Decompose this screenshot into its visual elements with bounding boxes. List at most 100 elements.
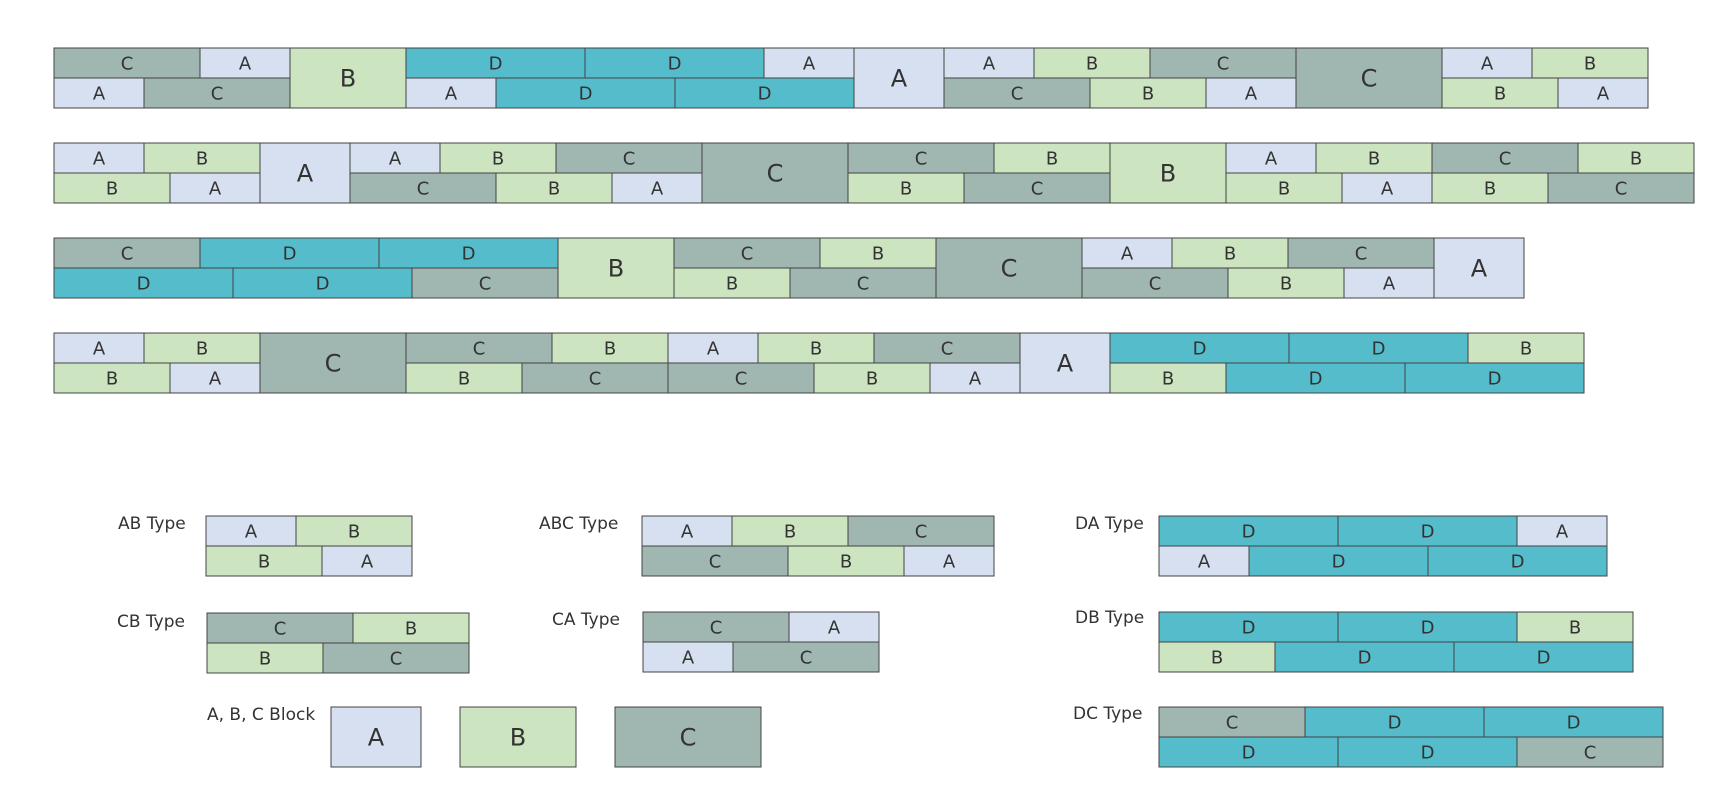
block-a: A	[53, 77, 145, 109]
block-label: D	[1567, 712, 1581, 733]
block-label: B	[608, 255, 624, 283]
block-b: B	[1227, 267, 1345, 299]
block-rect	[53, 362, 171, 394]
block-c: C	[521, 362, 669, 394]
block-label: D	[1421, 521, 1435, 542]
block-rect	[935, 237, 1083, 299]
block-label: A	[1383, 273, 1396, 294]
block-d: D	[1483, 706, 1664, 738]
block-label: C	[1031, 178, 1044, 199]
block-rect	[1109, 362, 1227, 394]
block-b: B	[1531, 47, 1649, 79]
block-label: B	[1494, 83, 1506, 104]
block-label: B	[340, 65, 356, 93]
block-rect	[1516, 515, 1608, 547]
block-rect	[1433, 237, 1525, 299]
block-b: B	[813, 362, 931, 394]
block-d: D	[1304, 706, 1485, 738]
block-b: B	[787, 545, 905, 577]
block-label: A	[93, 338, 106, 359]
block-label: B	[458, 368, 470, 389]
block-b: B	[459, 706, 577, 768]
block-rect	[205, 545, 323, 577]
block-d: D	[1288, 332, 1469, 364]
block-a: A	[349, 142, 441, 174]
block-c: C	[1547, 172, 1695, 204]
legend-label-da-type: DA Type	[1075, 514, 1144, 534]
block-c: C	[614, 706, 762, 768]
block-rect	[199, 237, 380, 269]
block-label: B	[872, 243, 884, 264]
block-rect	[731, 515, 849, 547]
block-label: C	[325, 350, 342, 378]
block-label: C	[417, 178, 430, 199]
block-rect	[1033, 47, 1151, 79]
block-rect	[459, 706, 577, 768]
block-rect	[378, 237, 559, 269]
block-label: B	[1484, 178, 1496, 199]
block-label: D	[1309, 368, 1323, 389]
block-label: C	[274, 618, 287, 639]
block-rect	[641, 545, 789, 577]
block-label: C	[479, 273, 492, 294]
block-rect	[1158, 545, 1250, 577]
block-rect	[1343, 267, 1435, 299]
block-label: D	[1421, 617, 1435, 638]
block-a: A	[763, 47, 855, 79]
block-label: B	[196, 338, 208, 359]
block-rect	[789, 267, 937, 299]
block-b: B	[847, 172, 965, 204]
block-label: B	[1630, 148, 1642, 169]
block-rect	[1205, 77, 1297, 109]
block-d: D	[584, 47, 765, 79]
block-label: B	[1368, 148, 1380, 169]
block-c: C	[322, 642, 470, 674]
block-label: D	[1242, 742, 1256, 763]
block-rect	[206, 642, 324, 674]
block-label: A	[361, 551, 374, 572]
block-a: A	[205, 515, 297, 547]
block-rect	[1404, 362, 1585, 394]
block-label: B	[784, 521, 796, 542]
block-b: B	[1089, 77, 1207, 109]
block-label: D	[1332, 551, 1346, 572]
block-label: A	[707, 338, 720, 359]
block-b: B	[1516, 611, 1634, 643]
block-label: A	[445, 83, 458, 104]
block-rect	[405, 77, 497, 109]
block-b: B	[352, 612, 470, 644]
block-c: C	[1431, 142, 1579, 174]
block-rect	[349, 142, 441, 174]
block-a: A	[641, 515, 733, 547]
block-label: A	[803, 53, 816, 74]
block-label: A	[828, 617, 841, 638]
block-label: D	[1488, 368, 1502, 389]
block-b: B	[1171, 237, 1289, 269]
block-rect	[853, 47, 945, 109]
block-rect	[642, 611, 790, 643]
block-b: B	[1109, 142, 1227, 204]
block-c: C	[1081, 267, 1229, 299]
block-rect	[1547, 172, 1695, 204]
block-b: B	[439, 142, 557, 174]
block-rect	[405, 47, 586, 79]
block-rect	[411, 267, 559, 299]
block-label: C	[623, 148, 636, 169]
block-c: C	[411, 267, 559, 299]
block-rect	[289, 47, 407, 109]
block-label: D	[462, 243, 476, 264]
block-rect	[847, 142, 995, 174]
block-b: B	[289, 47, 407, 109]
block-rect	[873, 332, 1021, 364]
block-rect	[1109, 142, 1227, 204]
block-d: D	[495, 77, 676, 109]
block-label: D	[283, 243, 297, 264]
block-label: B	[900, 178, 912, 199]
